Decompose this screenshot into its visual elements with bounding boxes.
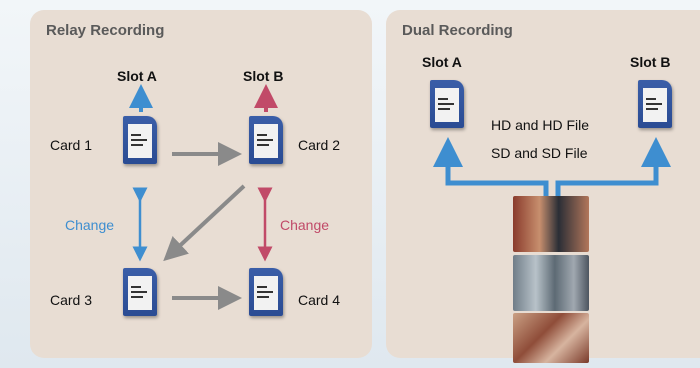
card4-sd-icon (249, 268, 283, 316)
dual-slot-a-sd-icon (430, 80, 464, 128)
card1-label: Card 1 (50, 137, 93, 153)
dual-left-route (433, 137, 549, 196)
card1-sd-icon (123, 116, 157, 164)
relay-slot-b-label: Slot B (243, 68, 284, 84)
dual-right-route (555, 137, 671, 196)
dual-slot-a-label: Slot A (422, 54, 462, 70)
relay-slot-a-label: Slot A (117, 68, 157, 84)
card3-sd-icon (123, 268, 157, 316)
dual-sd-label: SD and SD File (491, 145, 588, 161)
video-frame-1-image (513, 196, 589, 252)
change-left-label: Change (65, 217, 115, 233)
change-right-label: Change (280, 217, 330, 233)
dual-slot-b-sd-icon (638, 80, 672, 128)
card2-to-card3-arrow (163, 184, 246, 262)
card2-sd-icon (249, 116, 283, 164)
video-frame-2-image (513, 255, 589, 311)
video-frame-3-image (513, 313, 589, 363)
relay-recording-title: Relay Recording (46, 22, 165, 39)
card4-label: Card 4 (298, 292, 341, 308)
card3-label: Card 3 (50, 292, 93, 308)
dual-recording-title: Dual Recording (402, 22, 513, 39)
dual-slot-b-label: Slot B (630, 54, 671, 70)
dual-hd-label: HD and HD File (491, 117, 590, 133)
card2-label: Card 2 (298, 137, 341, 153)
